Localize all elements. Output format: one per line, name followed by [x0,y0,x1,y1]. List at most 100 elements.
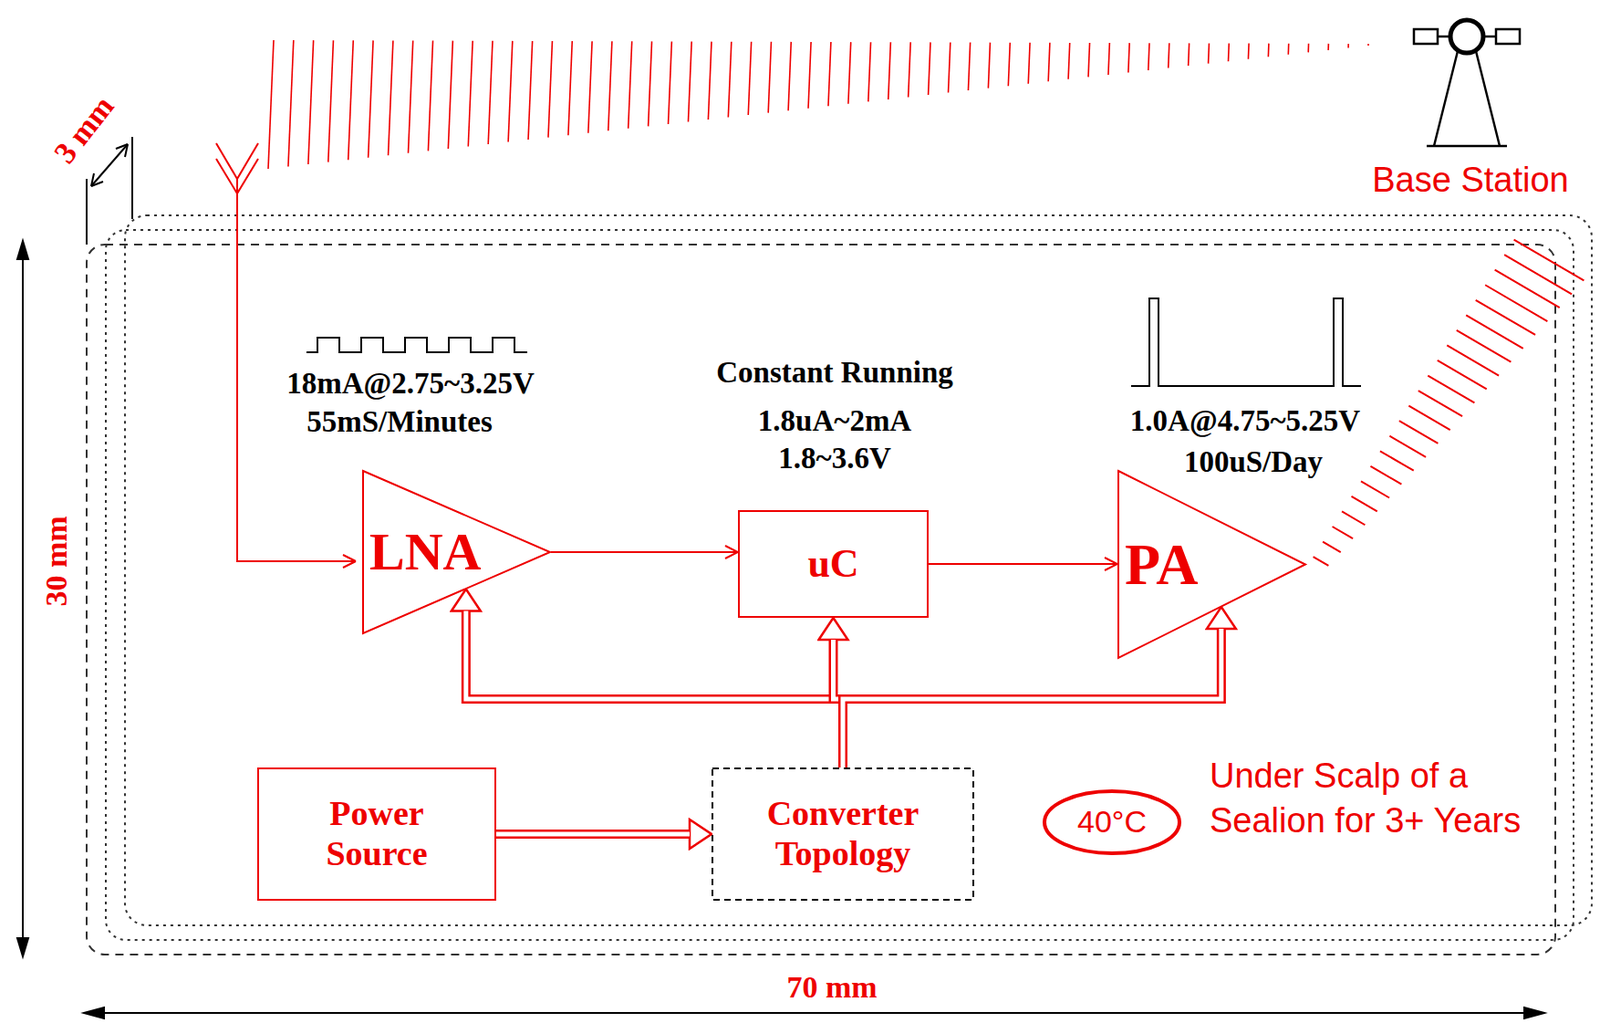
wave-stroke [1370,466,1402,485]
wave-stroke [1187,42,1191,66]
note-label: Under Scalp of a Sealion for 3+ Years [1209,753,1538,844]
wave-stroke [868,41,872,102]
spec-label: 1.0A@4.75~5.25V [1130,404,1361,437]
wave-stroke [1287,43,1289,55]
wave-stroke [1347,43,1350,49]
node-label: LNA [369,521,481,583]
spec-label: 18mA@2.75~3.25V [286,366,535,400]
radio-waves [268,40,1584,566]
dimension-label: 3 mm [47,89,121,170]
wave-stroke [1408,405,1450,430]
wave-stroke [808,41,811,109]
wave-stroke [1367,43,1370,46]
wave-stroke [1332,526,1354,539]
base-station-tower [1413,20,1520,146]
wave-stroke [1048,42,1050,82]
wave-stroke [1148,42,1150,71]
height-dimension [17,240,29,956]
wave-stroke [348,40,354,160]
node-label: Converter Topology [711,793,975,873]
spec-label: 1.8uA~2mA [758,404,912,437]
wave-stroke [908,41,912,97]
wave-stroke [768,41,771,114]
wave-stroke [1399,420,1439,444]
wave-stroke [1307,43,1310,53]
duty-waveform [306,337,528,353]
wave-stroke [1495,270,1560,308]
wave-stroke [528,41,533,140]
wave-stroke [1485,284,1548,322]
wave-stroke [608,41,613,131]
wave-stroke [1389,436,1426,458]
power-bus-arrow [466,611,843,769]
wave-stroke [1068,42,1071,80]
wave-stroke [1247,43,1250,60]
wave-stroke [1327,43,1330,51]
wave-stroke [707,41,712,120]
housing-back [124,215,1592,925]
wave-stroke [1418,390,1463,416]
spec-label: 100uS/Day [1184,445,1323,478]
wave-stroke [1007,42,1010,86]
wave-stroke [568,41,572,136]
node-label: Power Source [299,793,455,873]
spec-label: 55mS/Minutes [306,405,493,438]
wave-stroke [1514,239,1585,281]
wave-stroke [687,41,692,123]
wave-stroke [407,41,413,154]
temperature-ellipse: 40°C [1042,789,1182,855]
wave-stroke [447,41,453,149]
wave-stroke [508,41,513,143]
wave-stroke [1168,42,1170,68]
antenna-symbol [216,143,356,568]
wave-stroke [928,41,931,95]
wave-stroke [1504,254,1572,294]
pulse-waveform [1131,298,1362,386]
wave-stroke [588,41,593,134]
wave-stroke [948,41,951,93]
wave-stroke [1465,314,1524,348]
wave-stroke [888,41,892,100]
wave-stroke [308,40,314,165]
width-dimension [83,1007,1545,1019]
amplifier-triangle: PA [1117,469,1307,659]
housing-middle [105,229,1574,940]
wave-stroke [548,41,552,138]
signal-arrow [928,563,1118,565]
wave-stroke [1028,42,1030,84]
wave-stroke [1475,300,1536,335]
wave-stroke [848,41,852,104]
power-bus-arrow [496,833,690,835]
wave-stroke [1227,42,1230,62]
wave-stroke [987,42,990,89]
wave-stroke [288,40,294,167]
wave-stroke [1207,42,1210,63]
wave-stroke [1341,510,1365,525]
node-label: PA [1124,530,1199,599]
spec-label: 1.8~3.6V [778,441,892,475]
wave-stroke [1313,556,1330,566]
wave-stroke [1108,42,1110,75]
wave-stroke [1361,480,1390,498]
wave-stroke [368,40,374,157]
station-label: Base Station [1371,161,1569,200]
source-box: Power Source [257,767,497,901]
wave-stroke [1267,43,1270,58]
power-bus-arrow [842,628,1222,768]
wave-stroke [1322,541,1341,552]
wave-stroke [1128,42,1130,73]
wave-stroke [788,41,791,111]
signal-arrow [550,551,738,553]
wave-stroke [328,40,334,162]
wave-stroke [1088,42,1091,77]
dimension-label: 70 mm [786,969,877,1004]
housing [86,215,1592,955]
housing-front [86,244,1556,955]
wave-stroke [388,40,394,156]
wave-stroke [467,41,473,147]
converter-box: Converter Topology [711,767,975,901]
wave-stroke [648,41,653,126]
wave-stroke [1427,375,1475,404]
wave-stroke [668,41,673,124]
wave-stroke [727,41,731,118]
